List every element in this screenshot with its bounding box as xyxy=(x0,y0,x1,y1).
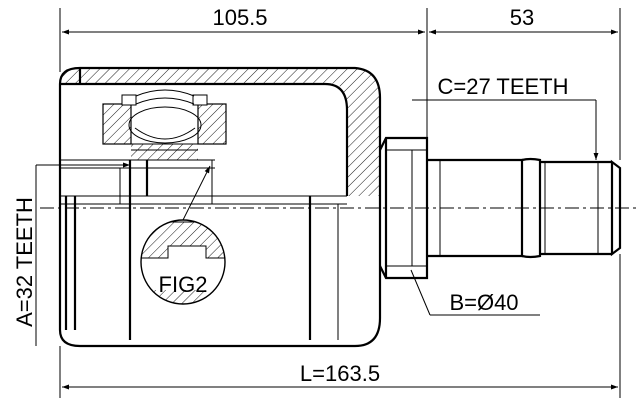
housing xyxy=(58,66,382,348)
total-length-dimension xyxy=(59,254,621,398)
outer-teeth-label: C=27 TEETH xyxy=(437,74,568,99)
seal-diameter-label: B=Ø40 xyxy=(449,290,518,315)
body-length-label: 105.5 xyxy=(212,5,267,30)
top-dimensions xyxy=(59,8,621,160)
seal-diameter-leader xyxy=(410,269,540,316)
inner-teeth-label: A=32 TEETH xyxy=(12,197,37,327)
output-shaft xyxy=(427,157,622,259)
tripod-bearing xyxy=(102,89,227,161)
outer-teeth-leader xyxy=(412,99,599,160)
total-length-label: L=163.5 xyxy=(300,361,380,386)
inner-teeth-leader xyxy=(35,162,130,346)
neck-flange xyxy=(379,136,429,280)
fig2-label: FIG2 xyxy=(159,272,208,297)
shaft-length-label: 53 xyxy=(510,5,534,30)
